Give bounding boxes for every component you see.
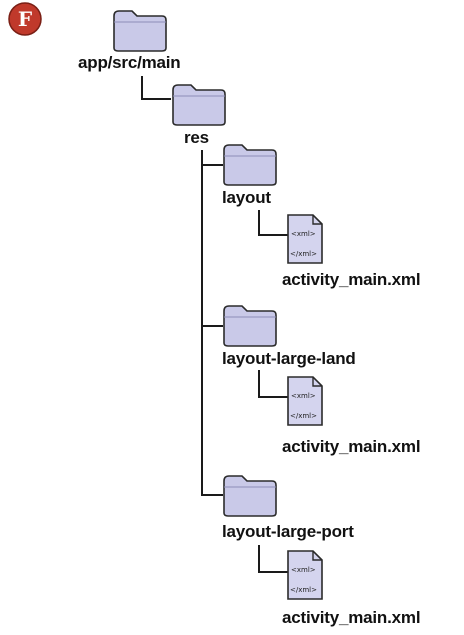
connector-res-to-port <box>201 494 223 496</box>
connector-land-to-file-h <box>258 396 288 398</box>
xml-close-tag: </xml> <box>290 250 317 258</box>
xml-close-tag: </xml> <box>290 412 317 420</box>
connector-layout-to-file-h <box>258 234 288 236</box>
folder-label-res: res <box>184 128 209 147</box>
xml-file-icon: <xml> </xml> <box>287 550 323 600</box>
xml-open-tag: <xml> <box>291 230 316 238</box>
xml-file-icon: <xml> </xml> <box>287 376 323 426</box>
xml-file-icon: <xml> </xml> <box>287 214 323 264</box>
connector-res-trunk <box>201 150 203 496</box>
folder-icon <box>223 305 277 347</box>
folder-icon <box>172 84 226 126</box>
folder-icon <box>223 144 277 186</box>
badge-letter: F <box>18 7 32 31</box>
connector-res-to-land <box>201 325 223 327</box>
folder-label-layout-large-port: layout-large-port <box>222 522 354 541</box>
xml-open-tag: <xml> <box>291 392 316 400</box>
f-badge-icon: F <box>8 2 42 36</box>
connector-root-to-res <box>141 76 143 100</box>
folder-label-layout-large-land: layout-large-land <box>222 349 356 368</box>
folder-icon <box>223 475 277 517</box>
file-label-layout-large-land: activity_main.xml <box>282 437 421 456</box>
file-label-layout-large-port: activity_main.xml <box>282 608 421 627</box>
connector-port-to-file <box>258 545 260 573</box>
folder-label-layout: layout <box>222 188 271 207</box>
connector-root-to-res-h <box>141 98 171 100</box>
connector-layout-to-file <box>258 210 260 236</box>
connector-port-to-file-h <box>258 571 288 573</box>
connector-land-to-file <box>258 370 260 398</box>
connector-res-to-layout <box>201 164 223 166</box>
file-label-layout: activity_main.xml <box>282 270 421 289</box>
folder-icon <box>113 10 167 52</box>
xml-open-tag: <xml> <box>291 566 316 574</box>
xml-close-tag: </xml> <box>290 586 317 594</box>
folder-label-root: app/src/main <box>78 53 181 72</box>
